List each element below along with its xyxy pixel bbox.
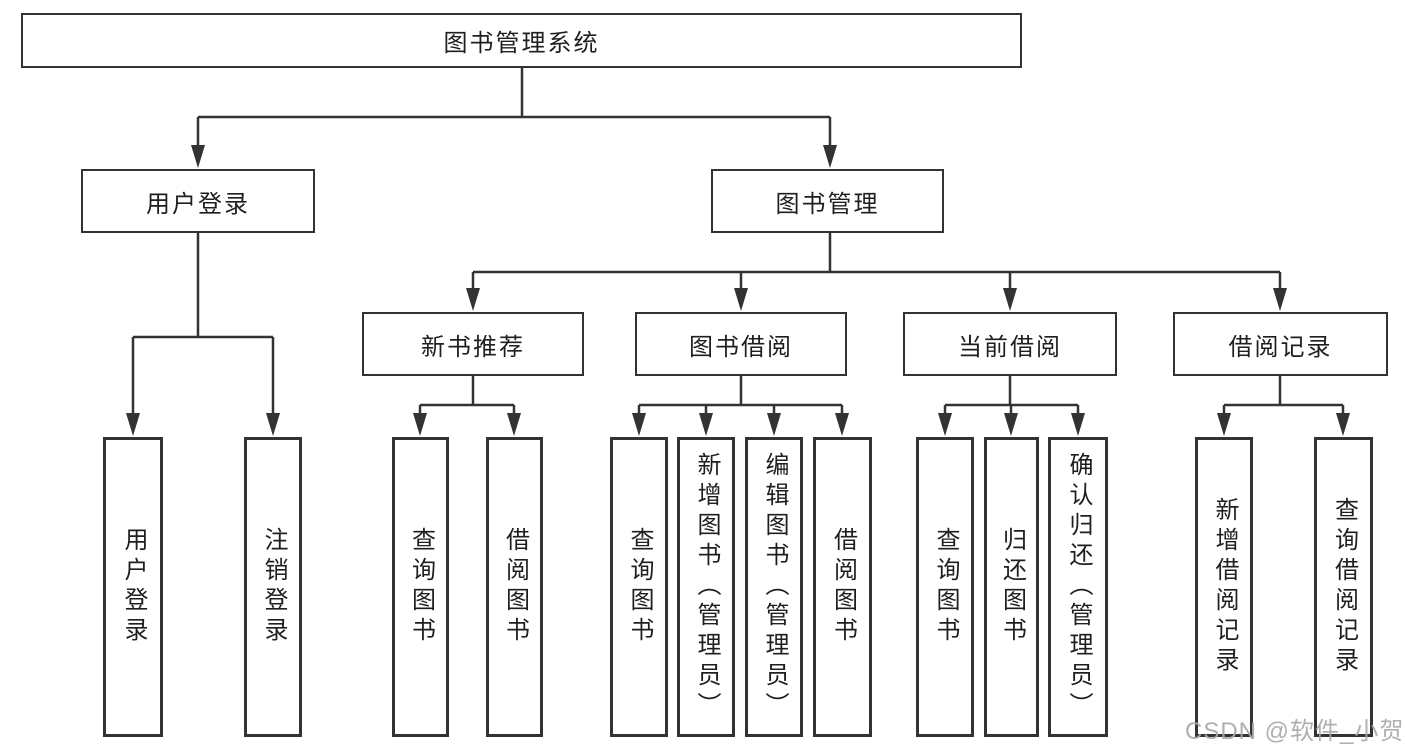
connector-current-borrowing-to-leaves (938, 376, 1085, 436)
csdn-watermark: CSDN @软件_小贺同学 (1185, 718, 1405, 745)
leaf-add-borrow-record: 新增借阅记录 (1195, 437, 1253, 737)
leaf-query-books-recommend-label: 查询图书 (407, 527, 435, 647)
leaf-edit-books-admin-label: 编辑图书（管理员） (761, 452, 788, 722)
node-book-borrowing: 图书借阅 (635, 312, 847, 376)
leaf-borrow-books-recommend: 借阅图书 (486, 437, 543, 737)
leaf-add-books-admin-label: 新增图书（管理员） (693, 452, 720, 722)
leaf-query-books-borrowing-label: 查询图书 (626, 527, 653, 647)
node-book-management-label: 图书管理 (775, 190, 880, 218)
node-borrowing-records-label: 借阅记录 (1228, 333, 1333, 361)
leaf-add-borrow-record-label: 新增借阅记录 (1211, 497, 1238, 677)
leaf-query-books-current-label: 查询图书 (932, 527, 959, 647)
leaf-return-books: 归还图书 (984, 437, 1039, 737)
leaf-user-login-label: 用户登录 (120, 527, 147, 647)
leaf-logout: 注销登录 (244, 437, 302, 737)
leaf-add-books-admin: 新增图书（管理员） (677, 437, 735, 737)
node-new-book-recommend: 新书推荐 (362, 312, 584, 376)
leaf-query-books-borrowing: 查询图书 (610, 437, 668, 737)
leaf-query-borrow-record-label: 查询借阅记录 (1330, 497, 1358, 677)
connector-borrowing-records-to-leaves (1217, 376, 1350, 436)
connector-book-management-to-level3 (466, 233, 1287, 311)
leaf-logout-label: 注销登录 (260, 527, 287, 647)
leaf-borrow-books-label: 借阅图书 (829, 527, 857, 647)
node-borrowing-records: 借阅记录 (1173, 312, 1388, 376)
leaf-query-books-recommend: 查询图书 (392, 437, 449, 737)
node-book-management: 图书管理 (711, 169, 944, 233)
leaf-borrow-books: 借阅图书 (813, 437, 872, 737)
leaf-borrow-books-recommend-label: 借阅图书 (501, 527, 529, 647)
node-new-book-recommend-label: 新书推荐 (421, 333, 525, 361)
connector-root-to-level2 (191, 68, 837, 168)
connector-user-login-to-leaves (126, 233, 280, 436)
node-user-login-label: 用户登录 (146, 190, 250, 218)
connector-new-book-to-leaves (413, 375, 521, 436)
leaf-confirm-return-admin-label: 确认归还（管理员） (1065, 452, 1092, 722)
connector-book-borrowing-to-leaves (632, 376, 849, 436)
node-current-borrowing: 当前借阅 (903, 312, 1117, 376)
node-book-borrowing-label: 图书借阅 (689, 333, 793, 361)
leaf-query-borrow-record: 查询借阅记录 (1314, 437, 1373, 737)
node-root-system: 图书管理系统 (21, 13, 1022, 68)
leaf-query-books-current: 查询图书 (916, 437, 974, 737)
leaf-user-login: 用户登录 (103, 437, 163, 737)
leaf-confirm-return-admin: 确认归还（管理员） (1048, 437, 1108, 737)
node-user-login: 用户登录 (81, 169, 315, 233)
leaf-edit-books-admin: 编辑图书（管理员） (745, 437, 803, 737)
leaf-return-books-label: 归还图书 (998, 527, 1026, 647)
node-current-borrowing-label: 当前借阅 (958, 333, 1062, 361)
node-root-label: 图书管理系统 (443, 30, 600, 57)
